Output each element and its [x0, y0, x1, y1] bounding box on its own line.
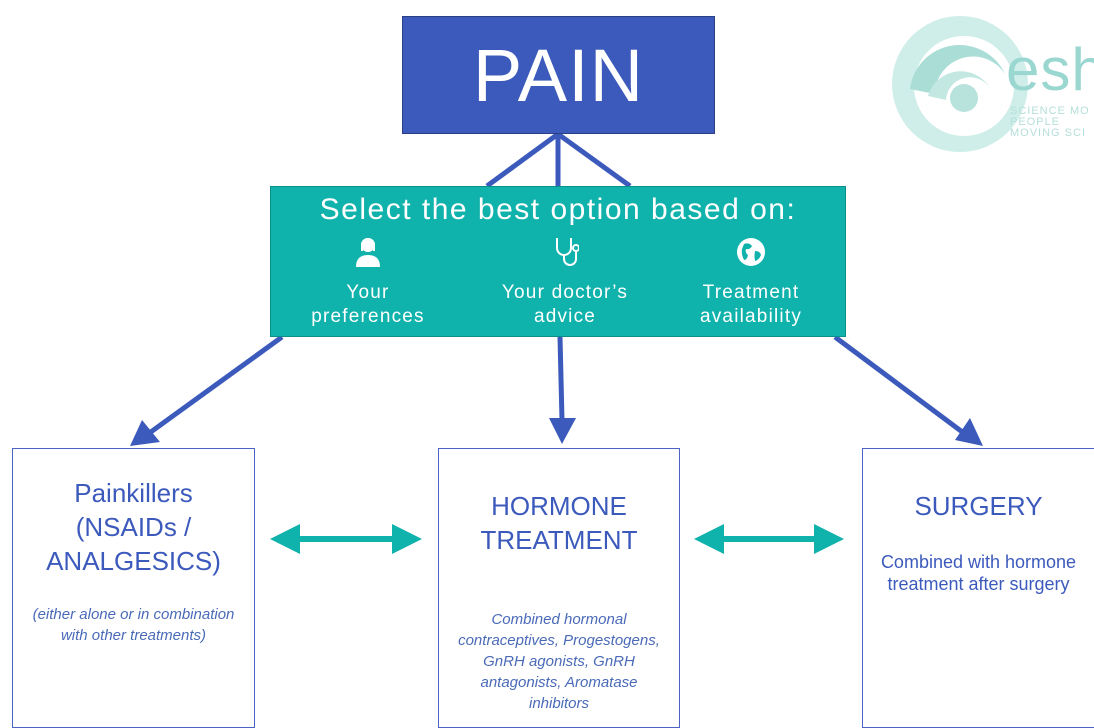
surgery-card: SURGERY Combined with hormone treatment … [862, 448, 1094, 728]
surgery-title: SURGERY [863, 489, 1094, 523]
arrowhead-hormone [549, 418, 576, 444]
hormone-title-line2: TREATMENT [480, 525, 638, 555]
hormone-note-line3: GnRH agonists, GnRH [483, 653, 635, 670]
painkillers-card: Painkillers (NSAIDs / ANALGESICS) (eithe… [12, 448, 255, 728]
hormone-title: HORMONE TREATMENT [439, 489, 679, 557]
person-icon [356, 238, 380, 267]
hormone-treatment-card: HORMONE TREATMENT Combined hormonal cont… [438, 448, 680, 728]
surgery-sub-line2: treatment after surgery [887, 574, 1070, 594]
hormone-note-line2: contraceptives, Progestogens, [458, 632, 660, 649]
stethoscope-icon [556, 238, 579, 266]
pain-connector-right [556, 131, 632, 189]
option-availability-line1: Treatment [702, 282, 800, 303]
arrow-to-surgery [833, 334, 967, 437]
option-preferences-line2: preferences [311, 306, 425, 327]
pain-label: PAIN [472, 33, 645, 117]
option-doctor-line1: Your doctor’s [501, 282, 629, 303]
painkillers-title-line2: (NSAIDs / [75, 512, 192, 542]
double-arrow-left [270, 524, 422, 554]
hormone-note: Combined hormonal contraceptives, Proges… [439, 609, 679, 714]
hormone-title-line1: HORMONE [491, 491, 627, 521]
hormone-note-line1: Combined hormonal [491, 611, 627, 628]
option-availability-line2: availability [699, 306, 803, 327]
option-preferences-line1: Your [346, 282, 390, 303]
painkillers-title: Painkillers (NSAIDs / ANALGESICS) [13, 476, 254, 578]
arrowhead-surgery [955, 418, 983, 446]
double-arrow-right [694, 524, 844, 554]
surgery-sub-line1: Combined with hormone [880, 552, 1077, 572]
arrowhead-painkillers [130, 420, 160, 446]
arrow-to-hormone [557, 336, 565, 421]
logo-tagline-3: MOVING SCI [1010, 127, 1087, 139]
pain-box: PAIN [402, 16, 715, 134]
painkillers-note-line2: with other treatments) [60, 627, 207, 644]
selection-criteria-box: Select the best option based on: Your pr… [270, 186, 846, 337]
painkillers-note: (either alone or in combination with oth… [13, 604, 254, 646]
option-doctor-advice: Your doctor’s advice [470, 235, 660, 329]
logo-tagline-2: PEOPLE [1010, 116, 1061, 128]
painkillers-title-line1: Painkillers [74, 478, 193, 508]
surgery-sub: Combined with hormone treatment after su… [863, 551, 1094, 595]
hormone-note-line4: antagonists, Aromatase [480, 674, 638, 691]
logo-wordmark: eshr [1006, 36, 1094, 103]
arrow-to-painkillers [146, 334, 284, 437]
logo-tagline-1: SCIENCE MO [1010, 105, 1090, 117]
option-doctor-line2: advice [533, 306, 597, 327]
painkillers-title-line3: ANALGESICS) [46, 546, 221, 576]
eshre-logo: eshr SCIENCE MO PEOPLE MOVING SCI [880, 14, 1094, 154]
surgery-title-line1: SURGERY [914, 491, 1043, 521]
globe-icon [737, 238, 765, 266]
logo-swirl-icon [892, 16, 1028, 152]
pain-connector-left [485, 131, 560, 189]
painkillers-note-line1: (either alone or in combination [32, 606, 235, 623]
option-preferences: Your preferences [283, 235, 453, 329]
hormone-note-line5: inhibitors [528, 695, 590, 712]
selection-title: Select the best option based on: [319, 193, 797, 226]
option-availability: Treatment availability [666, 235, 836, 329]
